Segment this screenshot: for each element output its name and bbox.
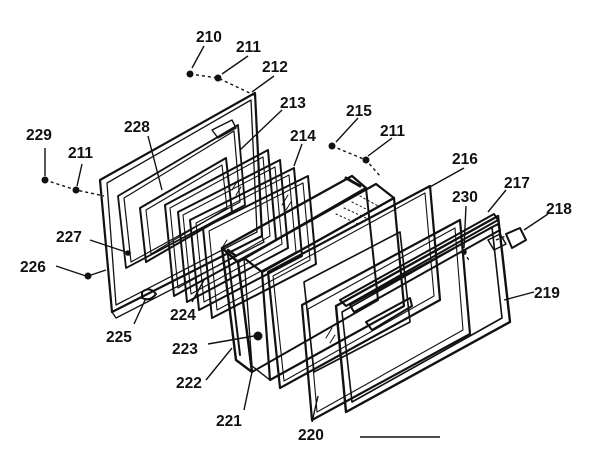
label-210: 210	[196, 29, 222, 46]
glass-pack-assembly	[189, 167, 317, 319]
window-glass	[300, 218, 472, 422]
label-225: 225	[106, 329, 132, 346]
label-211-right: 211	[380, 123, 405, 140]
leader-lines	[44, 45, 549, 438]
assembly-lines	[44, 73, 507, 277]
label-222: 222	[176, 375, 202, 392]
label-224: 224	[170, 307, 196, 324]
label-226: 226	[20, 259, 46, 276]
label-223: 223	[172, 341, 198, 358]
label-211-left: 211	[68, 145, 93, 162]
label-228: 228	[124, 119, 150, 136]
label-213: 213	[280, 95, 306, 112]
label-230: 230	[452, 189, 478, 206]
label-215: 215	[346, 103, 372, 120]
label-221: 221	[216, 413, 242, 430]
label-217: 217	[504, 175, 530, 192]
label-211-top: 211	[236, 39, 261, 56]
label-229: 229	[26, 127, 52, 144]
door-handle	[339, 213, 501, 331]
handle-end-cap	[487, 227, 527, 251]
label-220: 220	[298, 427, 324, 444]
label-218: 218	[546, 201, 572, 218]
glass-seal-gasket	[139, 157, 233, 263]
insulation-panel	[242, 182, 406, 382]
part-labels: 210 211 212 213 214 215 211 216 217 218 …	[20, 29, 572, 444]
label-214: 214	[290, 128, 316, 145]
screw-223	[253, 331, 263, 341]
label-212: 212	[262, 59, 288, 76]
label-219: 219	[534, 285, 560, 302]
label-216: 216	[452, 151, 478, 168]
fastener-dots	[41, 70, 467, 280]
label-227: 227	[56, 229, 82, 246]
